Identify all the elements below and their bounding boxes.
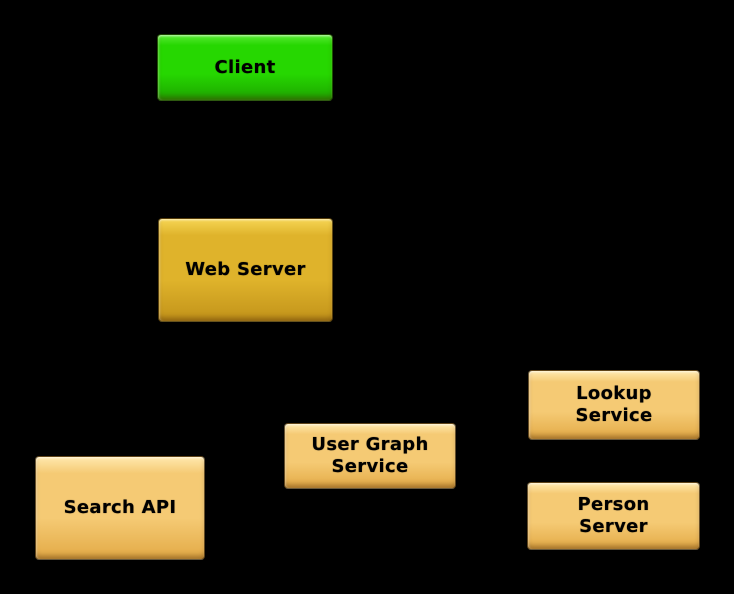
node-search-api: Search API <box>35 456 205 560</box>
node-user-graph-service-label: User Graph Service <box>311 434 429 477</box>
node-lookup-service-label: Lookup Service <box>575 383 653 426</box>
node-lookup-service: Lookup Service <box>528 370 700 440</box>
node-client-label: Client <box>214 56 276 78</box>
node-web-server: Web Server <box>158 218 333 322</box>
node-person-server-label: Person Server <box>577 494 650 537</box>
node-user-graph-service: User Graph Service <box>284 423 456 489</box>
node-web-server-label: Web Server <box>185 259 306 280</box>
node-person-server: Person Server <box>527 482 700 550</box>
node-search-api-label: Search API <box>63 497 177 518</box>
node-client: Client <box>157 34 333 101</box>
